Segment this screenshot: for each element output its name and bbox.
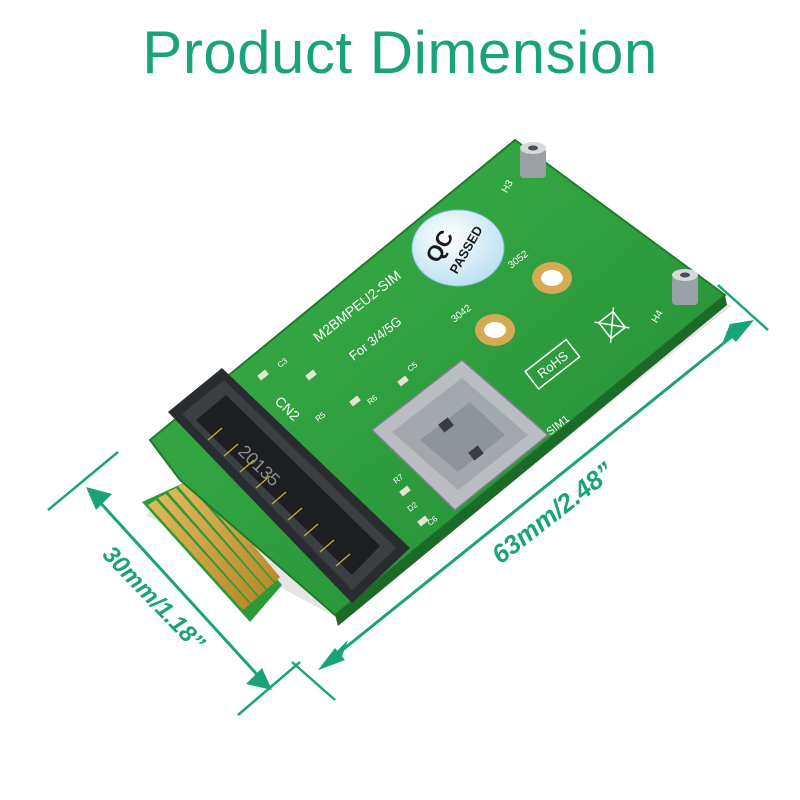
width-dimension: [47, 451, 301, 716]
board-edge: [335, 295, 727, 626]
standoff-h3: [520, 142, 546, 178]
hole-3042: [475, 314, 515, 346]
length-dimension: [291, 284, 769, 701]
hole-3052: [532, 262, 572, 294]
page-title: Product Dimension: [142, 19, 658, 86]
qc-passed-sticker: QC PASSED: [411, 209, 505, 287]
standoff-h4: [672, 269, 698, 305]
mini-pcie-slot: 20135: [168, 368, 410, 603]
sim-card-holder: [370, 359, 550, 511]
edge-connector: [142, 477, 282, 622]
weee-bin-icon: [594, 307, 630, 343]
smd-components: [257, 369, 429, 527]
